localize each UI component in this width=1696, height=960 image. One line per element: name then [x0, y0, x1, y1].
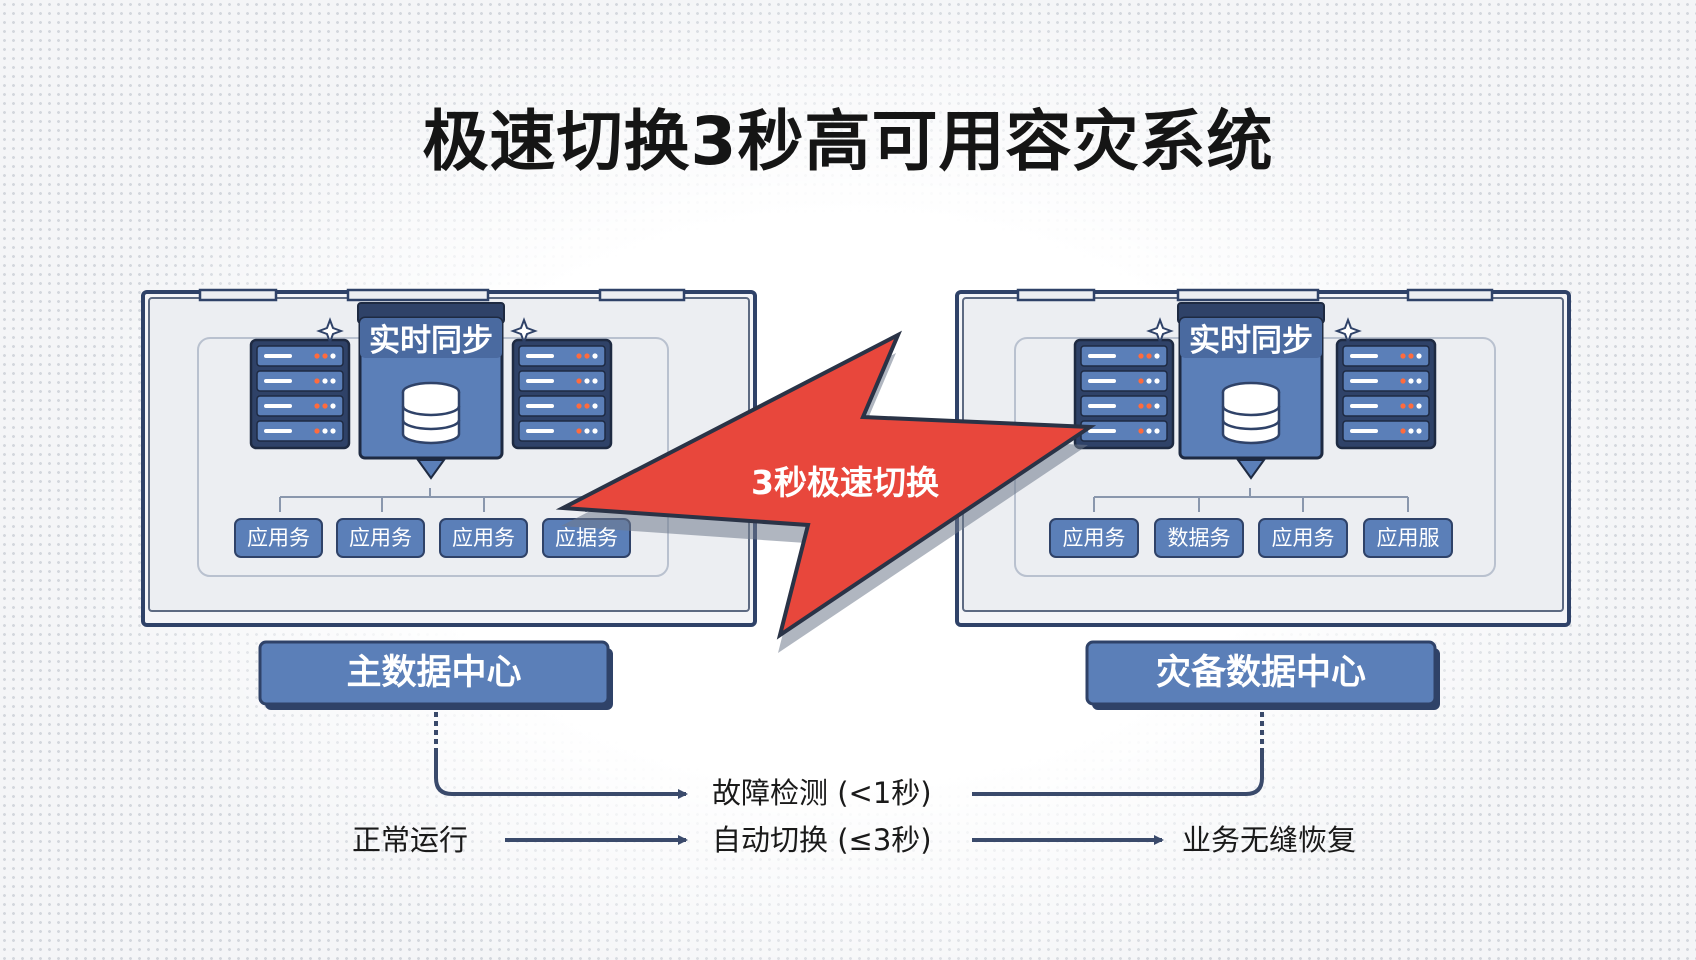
auto-switch-label: 自动切换 (≤3秒) [712, 823, 932, 857]
backup-datacenter-name: 灾备数据中心 [1155, 653, 1366, 693]
backup-return-line [972, 748, 1264, 796]
seamless-recover-label: 业务无缝恢复 [1182, 823, 1357, 857]
primary-app-label: 应用务 [349, 526, 412, 550]
backup-app-box [1363, 518, 1453, 558]
primary-sync-label: 实时同步 [369, 323, 493, 359]
page-title: 极速切换3秒高可用容灾系统 [422, 103, 1274, 180]
primary-datacenter-name: 主数据中心 [346, 653, 522, 693]
primary-app-box [439, 518, 528, 558]
database-icon [401, 381, 461, 445]
fault-detect-label: 故障检测 (<1秒) [712, 776, 932, 810]
backup-app-label: 数据务 [1167, 526, 1231, 550]
backup-app-label: 应用务 [1062, 526, 1126, 550]
server-rack-icon [1335, 338, 1437, 450]
primary-name-box [258, 640, 610, 706]
server-rack-icon [511, 338, 613, 450]
arrow-icon [434, 748, 688, 799]
server-rack-icon [249, 338, 351, 450]
lightning-bolt-icon [555, 330, 1097, 653]
primary-app-label: 应用务 [247, 526, 310, 550]
flow-diagram [434, 712, 1264, 845]
server-rack-icon [1073, 338, 1175, 450]
backup-app-box [1258, 518, 1348, 558]
backup-app-label: 应用服 [1376, 526, 1440, 550]
switch-label: 3秒极速切换 [751, 463, 939, 502]
backup-app-label: 应用务 [1271, 526, 1335, 550]
backup-app-box [1154, 518, 1244, 558]
normal-run-label: 正常运行 [352, 823, 469, 857]
primary-datacenter [141, 288, 757, 710]
backup-datacenter [955, 288, 1571, 710]
primary-app-box [336, 518, 425, 558]
database-icon [1221, 381, 1281, 445]
primary-app-label: 应用务 [452, 526, 515, 550]
primary-app-box [234, 518, 323, 558]
backup-app-box [1049, 518, 1139, 558]
backup-sync-label: 实时同步 [1189, 323, 1313, 359]
backup-name-box [1085, 640, 1437, 706]
primary-app-label: 应据务 [555, 526, 618, 550]
